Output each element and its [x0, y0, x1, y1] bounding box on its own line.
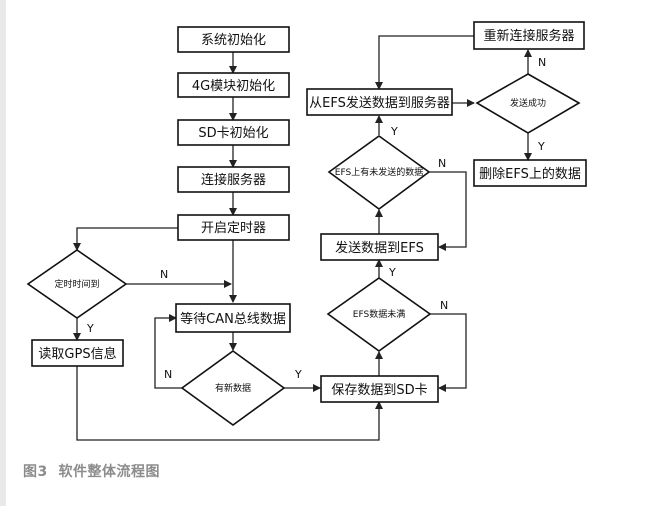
node-wait-can: 等待CAN总线数据 [175, 303, 291, 333]
node-new-data-label: 有新数据 [215, 382, 251, 394]
node-send-ok: 发送成功 [475, 73, 581, 134]
node-delete-efs: 删除EFS上的数据 [473, 159, 587, 187]
edge-newdata-no [154, 314, 182, 389]
node-wait-can-label: 等待CAN总线数据 [180, 311, 286, 327]
label-timerup-no: N [160, 268, 168, 281]
node-read-gps: 读取GPS信息 [31, 339, 124, 367]
node-efs-unsent-label: EFS上有未发送的数据 [335, 166, 423, 178]
node-efs-full: EFS数据未满 [326, 277, 432, 352]
node-send-ok-label: 发送成功 [510, 97, 546, 109]
label-efsfull-no: N [440, 299, 448, 312]
node-send-server: 从EFS发送数据到服务器 [306, 88, 453, 116]
label-sendok-yes: Y [537, 140, 545, 153]
node-connect-label: 连接服务器 [201, 172, 266, 188]
node-save-sd: 保存数据到SD卡 [320, 375, 439, 403]
node-sd-init-label: SD卡初始化 [198, 126, 268, 141]
node-sd-init: SD卡初始化 [177, 119, 290, 146]
node-4g-init-label: 4G模块初始化 [192, 79, 275, 94]
node-efs-unsent: EFS上有未发送的数据 [327, 135, 431, 210]
process-boxes: 系统初始化 4G模块初始化 SD卡初始化 连接服务器 开启定时器 读取GPS信息 [31, 21, 587, 403]
label-newdata-yes: Y [294, 368, 302, 381]
node-4g-init: 4G模块初始化 [177, 72, 290, 98]
node-timer-up: 定时时间到 [26, 249, 128, 319]
edge-reconnect-sendserver [375, 35, 474, 90]
label-timerup-yes: Y [86, 322, 94, 335]
node-send-efs-label: 发送数据到EFS [335, 240, 424, 256]
node-save-sd-label: 保存数据到SD卡 [331, 383, 427, 398]
left-margin-bar [0, 0, 6, 506]
edge-timer-timerup [73, 227, 178, 251]
node-timer: 开启定时器 [177, 214, 290, 241]
node-send-efs: 发送数据到EFS [320, 233, 439, 261]
label-unsent-yes: Y [390, 125, 398, 138]
node-timer-label: 开启定时器 [201, 221, 266, 236]
node-reconnect: 重新连接服务器 [473, 21, 585, 50]
node-reconnect-label: 重新连接服务器 [483, 28, 574, 44]
node-timer-up-label: 定时时间到 [54, 278, 99, 290]
node-connect: 连接服务器 [177, 166, 290, 193]
node-send-server-label: 从EFS发送数据到服务器 [309, 95, 450, 111]
node-sys-init: 系统初始化 [177, 26, 290, 53]
label-sendok-no: N [538, 56, 546, 69]
node-new-data: 有新数据 [180, 350, 286, 426]
label-newdata-no: N [164, 368, 172, 381]
node-efs-full-label: EFS数据未满 [353, 308, 405, 320]
label-efsfull-yes: Y [388, 266, 396, 279]
node-sys-init-label: 系统初始化 [201, 33, 266, 48]
branch-labels: N Y N Y N Y N Y N Y [86, 56, 546, 381]
figure-caption: 图3 软件整体流程图 [23, 464, 160, 480]
node-delete-efs-label: 删除EFS上的数据 [479, 166, 581, 182]
edges [73, 35, 532, 441]
label-unsent-no: N [438, 157, 446, 170]
node-read-gps-label: 读取GPS信息 [38, 346, 116, 362]
edge-gps-save [76, 366, 383, 441]
edge-efsfull-no [430, 313, 467, 392]
edge-unsent-no [429, 171, 467, 251]
decision-diamonds: 定时时间到 有新数据 EFS数据未满 EFS上有未发送的数据 发送成功 [26, 73, 581, 426]
